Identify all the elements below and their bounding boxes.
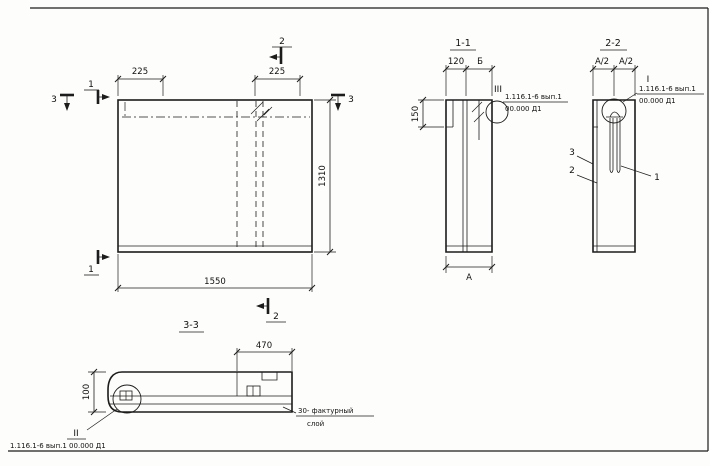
dim-b: Б — [477, 57, 483, 67]
s11-bottom-dimension-ticks — [442, 263, 496, 271]
section-1-label-bottom: 1 — [88, 265, 94, 275]
section-1-top-arrowhead — [102, 94, 110, 100]
part-label-3-leader — [576, 155, 594, 165]
bottom-dimension-ticks — [114, 284, 316, 292]
s33-detail-leader — [86, 408, 118, 431]
section-2-bottom-arrowhead — [256, 303, 264, 309]
section-marker-3-right: 3 — [331, 93, 354, 111]
dim-a2-left: А/2 — [595, 57, 609, 67]
top-extension-lines — [117, 75, 301, 96]
section-2-2-view: 2-2 А/2 А/2 I 1.116.1-6 вып.1 00.000 Д1 … — [569, 38, 704, 253]
section-3-label-right: 3 — [348, 95, 354, 105]
section-marker-1-top: 1 — [84, 80, 110, 104]
section-marker-2-bottom: 2 — [256, 298, 286, 323]
s22-callout-leader — [622, 92, 638, 103]
hidden-joint-lines — [236, 101, 264, 251]
dim-150: 150 — [411, 106, 421, 122]
dim-470: 470 — [256, 341, 272, 351]
part-label-3: 3 — [569, 148, 575, 158]
s33-note-leader — [282, 406, 297, 414]
main-view: 225 225 1310 1550 2 2 1 — [51, 37, 354, 323]
section-3-3-view: 3-3 470 100 II 1.116.1-6 вып.1 00.000 Д1… — [10, 320, 374, 450]
s11-left-extension-lines — [418, 99, 444, 128]
detail-circle-ii — [112, 384, 142, 414]
s22-callout-line2: 00.000 Д1 — [639, 97, 676, 105]
s11-bottom-extension-lines — [445, 256, 493, 273]
s33-left-dimension-ticks — [90, 368, 98, 416]
s11-left-dimension-ticks — [419, 96, 427, 131]
s33-note-line1: 30- фактурный — [298, 407, 353, 415]
dim-1310: 1310 — [318, 165, 328, 187]
section-3-right-arrowhead — [335, 103, 341, 111]
sheet-frame — [8, 7, 709, 452]
detail-marker-i: I — [647, 75, 650, 85]
dim-a2-right: А/2 — [619, 57, 633, 67]
dim-120: 120 — [448, 57, 464, 67]
s22-top-dimension-ticks — [589, 65, 639, 73]
s11-callout-line2: 00.000 Д1 — [505, 105, 542, 113]
section-2-top-arrowhead — [269, 54, 277, 60]
s33-anchor-detail — [246, 385, 261, 397]
s11-callout-line1: 1.116.1-6 вып.1 — [505, 93, 562, 101]
section-marker-3-left: 3 — [51, 93, 74, 111]
top-dimension-ticks — [114, 75, 304, 83]
detail-marker-iii: III — [494, 85, 502, 95]
part-label-2-leader — [576, 174, 598, 184]
s11-top-extension-lines — [445, 65, 493, 96]
right-dimension-ticks — [326, 96, 334, 256]
s33-outline — [107, 371, 293, 413]
section-3-left-arrowhead — [64, 103, 70, 111]
part-label-2: 2 — [569, 166, 575, 176]
part-label-1-leader — [620, 165, 652, 177]
layer-dashdot-line — [122, 102, 310, 118]
section-2-2-title: 2-2 — [605, 38, 621, 49]
s11-groove-lines — [462, 100, 480, 252]
detail-marker-ii: II — [73, 429, 78, 439]
s22-callout-line1: 1.116.1-6 вып.1 — [639, 85, 696, 93]
section-marker-1-bottom: 1 — [84, 250, 110, 276]
joint-hatch — [250, 101, 273, 122]
section-1-1-view: 1-1 120 Б 150 III 1.116.1-6 вып.1 00.000… — [411, 38, 568, 283]
s11-hatch — [471, 101, 485, 123]
s22-top-extension-lines — [592, 65, 636, 96]
dim-225-left: 225 — [132, 67, 148, 77]
s33-note-line2: слой — [307, 420, 324, 428]
panel-outline — [117, 99, 313, 253]
s33-top-dimension-ticks — [233, 348, 296, 356]
section-3-label-left: 3 — [51, 95, 57, 105]
section-2-label-top: 2 — [279, 37, 285, 47]
s22-loop-prongs — [609, 118, 621, 173]
detail-circle-iii — [485, 100, 509, 124]
s33-top-extension-lines — [236, 348, 293, 371]
section-3-3-title: 3-3 — [183, 320, 199, 331]
s33-callout: 1.116.1-6 вып.1 00.000 Д1 — [10, 442, 106, 450]
section-1-1-title: 1-1 — [455, 38, 471, 49]
bottom-extension-lines — [117, 254, 313, 292]
right-extension-lines — [314, 99, 336, 253]
dim-100: 100 — [82, 384, 92, 400]
s11-top-dimension-ticks — [442, 65, 496, 73]
dim-a: А — [466, 273, 472, 283]
dim-1550: 1550 — [204, 277, 226, 287]
section-1-bottom-arrowhead — [102, 254, 110, 260]
s33-left-extension-lines — [88, 371, 106, 413]
s11-step-lines — [446, 100, 454, 128]
section-1-label-top: 1 — [88, 80, 94, 90]
section-2-label-bottom: 2 — [273, 312, 279, 322]
dim-225-right: 225 — [269, 67, 285, 77]
s22-outline — [592, 99, 636, 253]
s11-outline — [445, 99, 493, 253]
part-label-1: 1 — [654, 173, 660, 183]
detail-circle-i — [601, 98, 627, 124]
section-marker-2-top: 2 — [269, 37, 292, 64]
s22-inner-wall-line — [593, 100, 598, 252]
s33-inner-lines — [110, 395, 292, 405]
s22-loop-top — [606, 111, 623, 118]
s33-notch — [261, 372, 278, 381]
